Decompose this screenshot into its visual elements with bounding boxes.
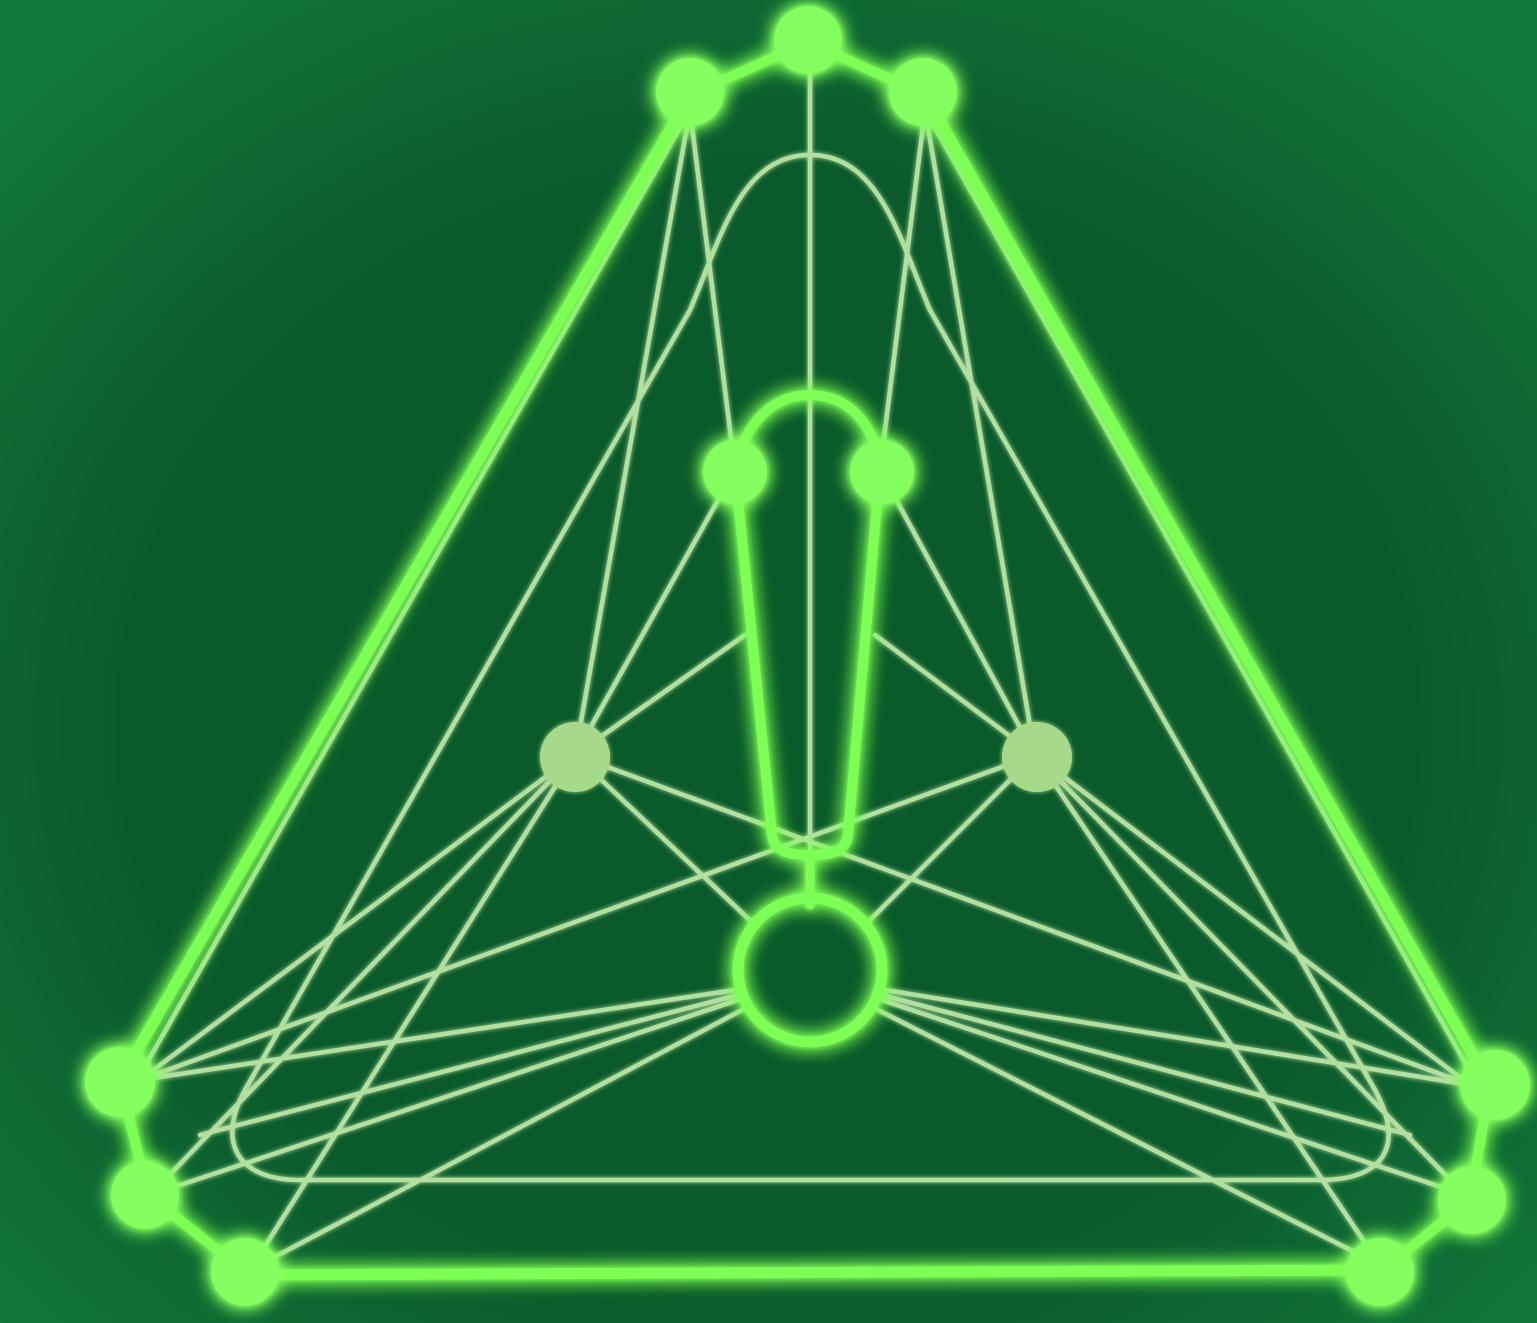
node-bottom-left-2 <box>111 1161 179 1229</box>
neon-outline <box>120 42 1490 1275</box>
node-top-right <box>889 58 957 126</box>
connector-line <box>140 755 575 1080</box>
connector-line <box>250 1010 742 1270</box>
connector-line <box>1035 755 1465 1195</box>
node-mid-right <box>1002 722 1072 792</box>
node-bottom-left-1 <box>85 1047 155 1117</box>
connector-line <box>865 755 1035 925</box>
connector-lines <box>140 60 1475 1270</box>
node-top-left <box>656 58 724 126</box>
connector-line <box>575 755 755 925</box>
node-bottom-right-2 <box>1438 1166 1506 1234</box>
connector-line <box>880 110 925 470</box>
connector-line <box>250 755 575 1270</box>
node-bottom-right-1 <box>1460 1050 1530 1120</box>
outer-edge-bottom <box>250 1270 1380 1275</box>
connector-line <box>150 755 575 1195</box>
node-inner-left <box>703 440 767 504</box>
connector-line <box>885 990 1470 1085</box>
outer-edge-right <box>925 95 1490 1085</box>
node-bottom-left-3 <box>211 1238 279 1306</box>
mid-nodes <box>540 722 1072 792</box>
connector-line <box>1035 755 1470 1085</box>
connector-line <box>200 995 738 1135</box>
connector-line <box>878 1010 1380 1265</box>
node-bottom-right-3 <box>1346 1238 1414 1306</box>
connector-line <box>140 990 735 1080</box>
node-top-center <box>774 6 842 74</box>
central-ring <box>738 898 882 1042</box>
node-mid-left <box>540 722 610 792</box>
node-inner-right <box>850 440 914 504</box>
connector-line <box>140 110 690 1075</box>
